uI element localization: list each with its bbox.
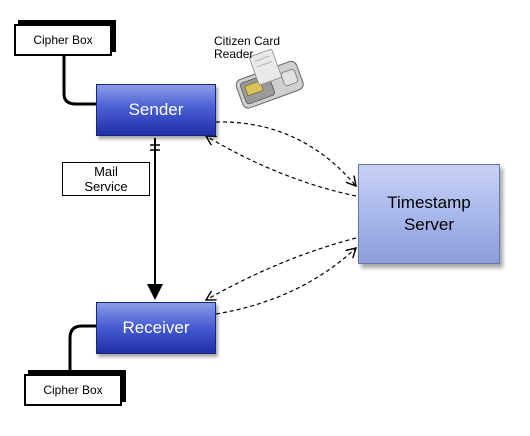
mail-service-box: Mail Service — [62, 162, 150, 196]
timestamp-server-node: Timestamp Server — [358, 164, 500, 264]
citizen-card-reader-icon — [235, 49, 304, 109]
cipher-box-top-label: Cipher Box — [33, 33, 93, 47]
timestamp-to-sender-dashed — [206, 136, 357, 197]
citizen-card-reader-label: Citizen Card Reader — [214, 35, 280, 61]
cipher-box-top-cable — [62, 54, 96, 106]
cipher-box-top: Cipher Box — [14, 24, 112, 56]
timestamp-server-label-line2: Server — [403, 215, 455, 234]
mail-label-line1: Mail — [94, 164, 118, 179]
receiver-node: Receiver — [96, 302, 216, 354]
mail-label-line2: Service — [84, 179, 128, 194]
receiver-label: Receiver — [122, 318, 190, 337]
cipher-box-bottom-cable — [68, 324, 96, 372]
timestamp-to-receiver-dashed — [206, 237, 357, 300]
cipher-box-bottom-label: Cipher Box — [43, 383, 103, 397]
receiver-to-timestamp-dashed — [215, 248, 356, 315]
sender-to-timestamp-dashed — [215, 121, 356, 186]
cipher-box-bottom: Cipher Box — [24, 374, 122, 406]
sender-node: Sender — [96, 84, 216, 136]
sender-label: Sender — [128, 100, 184, 119]
timestamp-server-label-line1: Timestamp — [387, 193, 471, 212]
citizen-card-label-line1: Citizen Card — [214, 34, 281, 48]
citizen-card-label-line2: Reader — [214, 47, 254, 61]
